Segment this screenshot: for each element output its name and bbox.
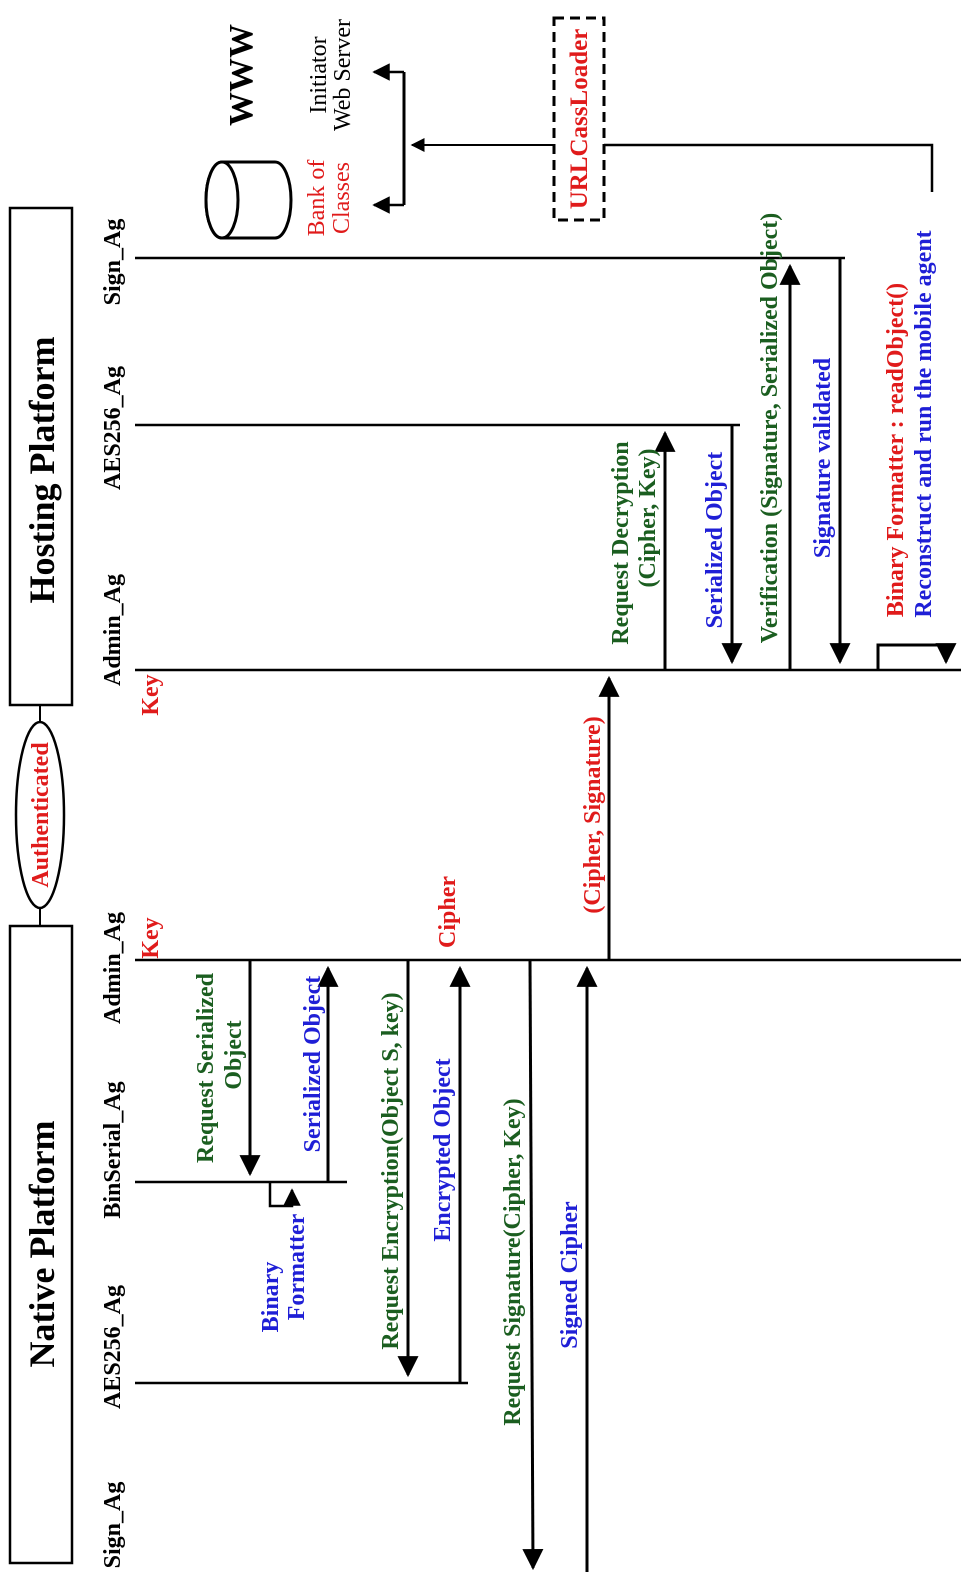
signature-validated-label: Signature validated xyxy=(810,357,836,558)
request-serialized-label-2: Object xyxy=(221,1020,247,1089)
hosting-serialized-object-label: Serialized Object xyxy=(702,452,728,629)
cipher-signature-label: (Cipher, Signature) xyxy=(580,716,606,913)
encrypted-object-label: Encrypted Object xyxy=(430,1058,456,1241)
hosting-platform-title: Hosting Platform xyxy=(22,337,62,604)
request-decryption-label-1: Request Decryption xyxy=(608,441,634,644)
request-signature-label: Request Signature(Cipher, Key) xyxy=(500,1098,526,1425)
hosting-aes-agent-label: AES256_Ag xyxy=(100,366,126,490)
initiator-label-1: Initiator xyxy=(306,36,332,113)
native-aes-agent-label: AES256_Ag xyxy=(100,1285,126,1409)
native-admin-agent-label: Admin_Ag xyxy=(100,912,126,1024)
hosting-key-tag: Key xyxy=(138,674,164,715)
native-key-tag: Key xyxy=(138,917,164,958)
readobject-loop xyxy=(876,643,957,670)
authenticated-label: Authenticated xyxy=(28,742,54,888)
request-serialized-label-1: Request Serialized xyxy=(193,972,219,1163)
hosting-sign-agent-label: Sign_Ag xyxy=(100,219,126,306)
hosting-platform-box xyxy=(8,206,74,707)
readobject-label: Binary Formatter : readObject() xyxy=(883,283,909,617)
request-encryption-label: Request Encryption(Object S, key) xyxy=(378,992,404,1349)
signed-cipher-label: Signed Cipher xyxy=(557,1201,583,1349)
binary-formatter-loop xyxy=(268,1182,301,1208)
binary-formatter-label-1: Binary xyxy=(258,1262,284,1333)
verification-label: Verification (Signature, Serialized Obje… xyxy=(757,213,783,644)
request-decryption-label-2: (Cipher, Key) xyxy=(635,448,661,587)
url-class-loader-box xyxy=(552,16,606,222)
native-platform-box xyxy=(8,924,74,1565)
initiator-label-2: Web Server xyxy=(330,19,356,131)
native-sign-agent-label: Sign_Ag xyxy=(100,1482,126,1569)
native-platform-title: Native Platform xyxy=(22,1121,62,1368)
cipher-tag: Cipher xyxy=(435,876,461,948)
url-class-loader-label: URLCassLoader xyxy=(566,29,593,210)
serialized-object-reply-label: Serialized Object xyxy=(300,976,326,1153)
loader-connector xyxy=(604,143,934,192)
bank-label-2: Classes xyxy=(329,162,355,234)
bank-label-1: Bank of xyxy=(304,160,330,237)
www-label: WWW xyxy=(223,24,260,126)
request-signature-arrow xyxy=(522,959,544,1571)
native-binserial-agent-label: BinSerial_Ag xyxy=(100,1081,126,1218)
bank-of-classes-database-icon xyxy=(204,160,293,240)
hosting-admin-agent-label: Admin_Ag xyxy=(100,574,126,686)
reconstruct-label: Reconstruct and run the mobile agent xyxy=(911,230,937,617)
authenticated-oval xyxy=(14,720,66,910)
binary-formatter-label-2: Formatter xyxy=(284,1213,310,1320)
